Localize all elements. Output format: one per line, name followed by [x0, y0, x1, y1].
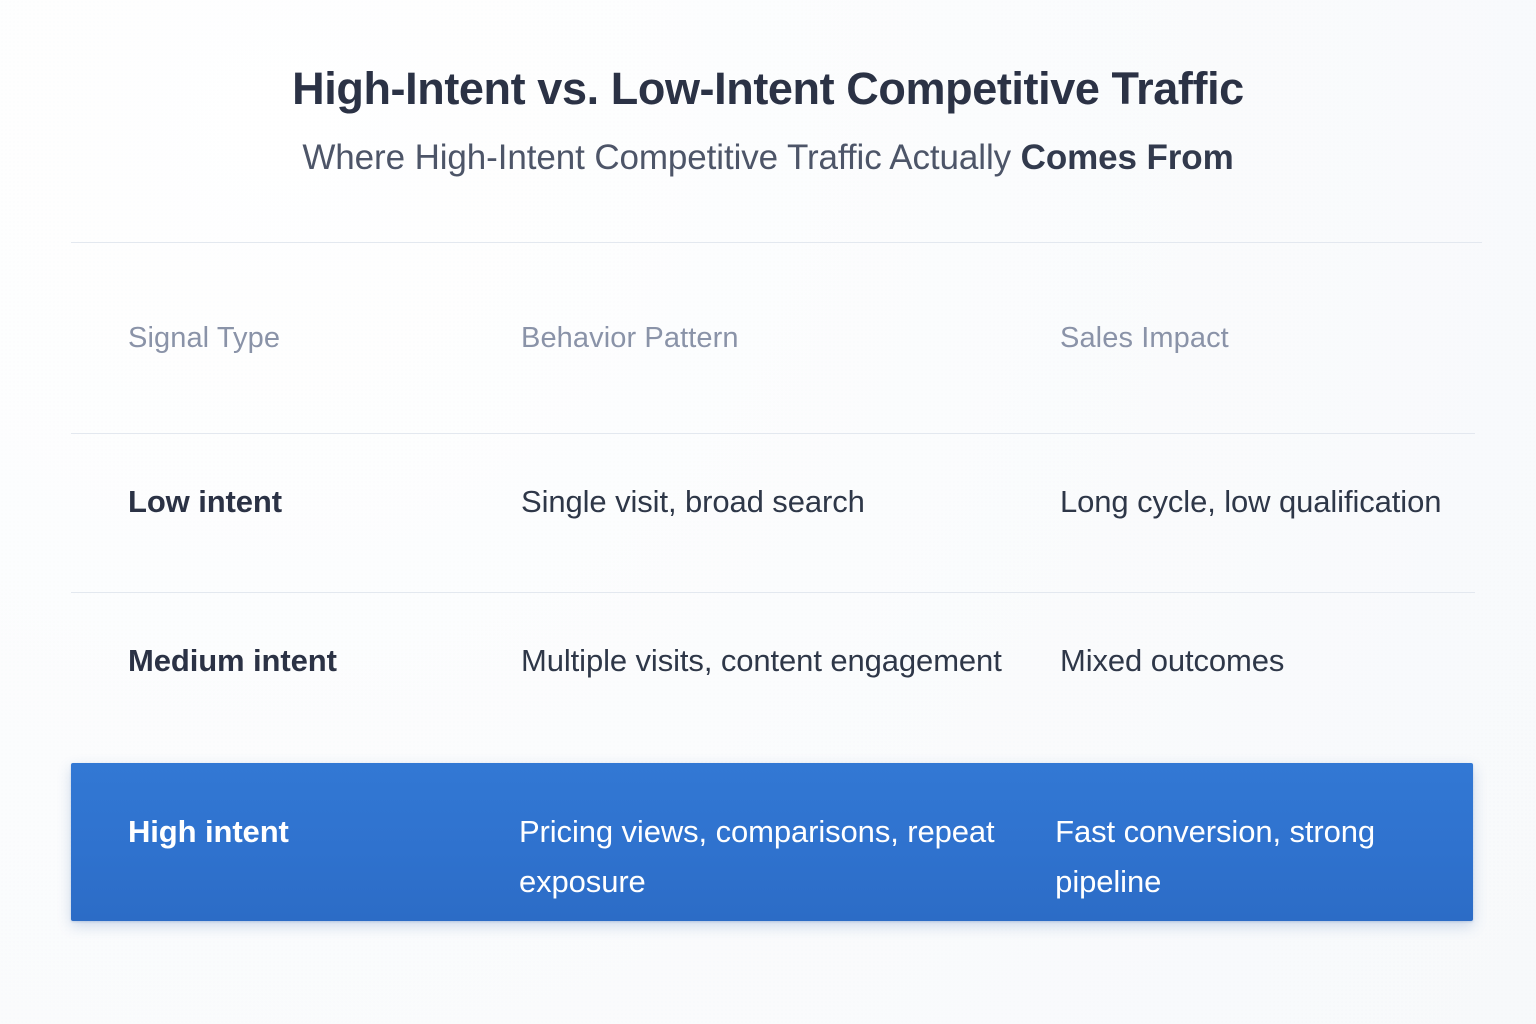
cell-behavior-pattern: Multiple visits, content engagement — [521, 643, 1002, 678]
cell-behavior-pattern: Pricing views, comparisons, repeat expos… — [518, 814, 995, 900]
cell-signal-type: Low intent — [128, 484, 282, 519]
cell-sales-impact: Mixed outcomes — [1060, 643, 1285, 678]
comparison-table: Signal Type Behavior Pattern Sales Impac… — [71, 242, 1483, 921]
table-top-divider — [71, 242, 1482, 243]
slide-header: High-Intent vs. Low-Intent Competitive T… — [0, 62, 1536, 179]
table-header-row: Signal Type Behavior Pattern Sales Impac… — [71, 243, 1483, 433]
page-subtitle: Where High-Intent Competitive Traffic Ac… — [0, 137, 1536, 179]
column-header-signal-type: Signal Type — [128, 321, 281, 354]
column-header-sales-impact: Sales Impact — [1060, 321, 1229, 354]
cell-sales-impact: Fast conversion, strong pipeline — [1055, 814, 1376, 900]
cell-signal-type: Medium intent — [128, 643, 337, 678]
column-header-behavior-pattern: Behavior Pattern — [521, 321, 739, 354]
cell-signal-type: High intent — [128, 814, 289, 849]
row-divider — [71, 592, 1475, 593]
header-divider — [71, 433, 1475, 434]
table-row[interactable]: Medium intent Multiple visits, content e… — [71, 593, 1483, 751]
table-row-highlighted[interactable]: High intent Pricing views, comparisons, … — [71, 763, 1473, 921]
table-row[interactable]: Low intent Single visit, broad search Lo… — [71, 434, 1483, 592]
page-title: High-Intent vs. Low-Intent Competitive T… — [292, 63, 1244, 114]
subtitle-lead: Where High-Intent Competitive Traffic Ac… — [302, 138, 1021, 178]
cell-behavior-pattern: Single visit, broad search — [521, 484, 865, 519]
cell-sales-impact: Long cycle, low qualification — [1060, 484, 1442, 519]
subtitle-accent: Comes From — [1020, 138, 1234, 178]
